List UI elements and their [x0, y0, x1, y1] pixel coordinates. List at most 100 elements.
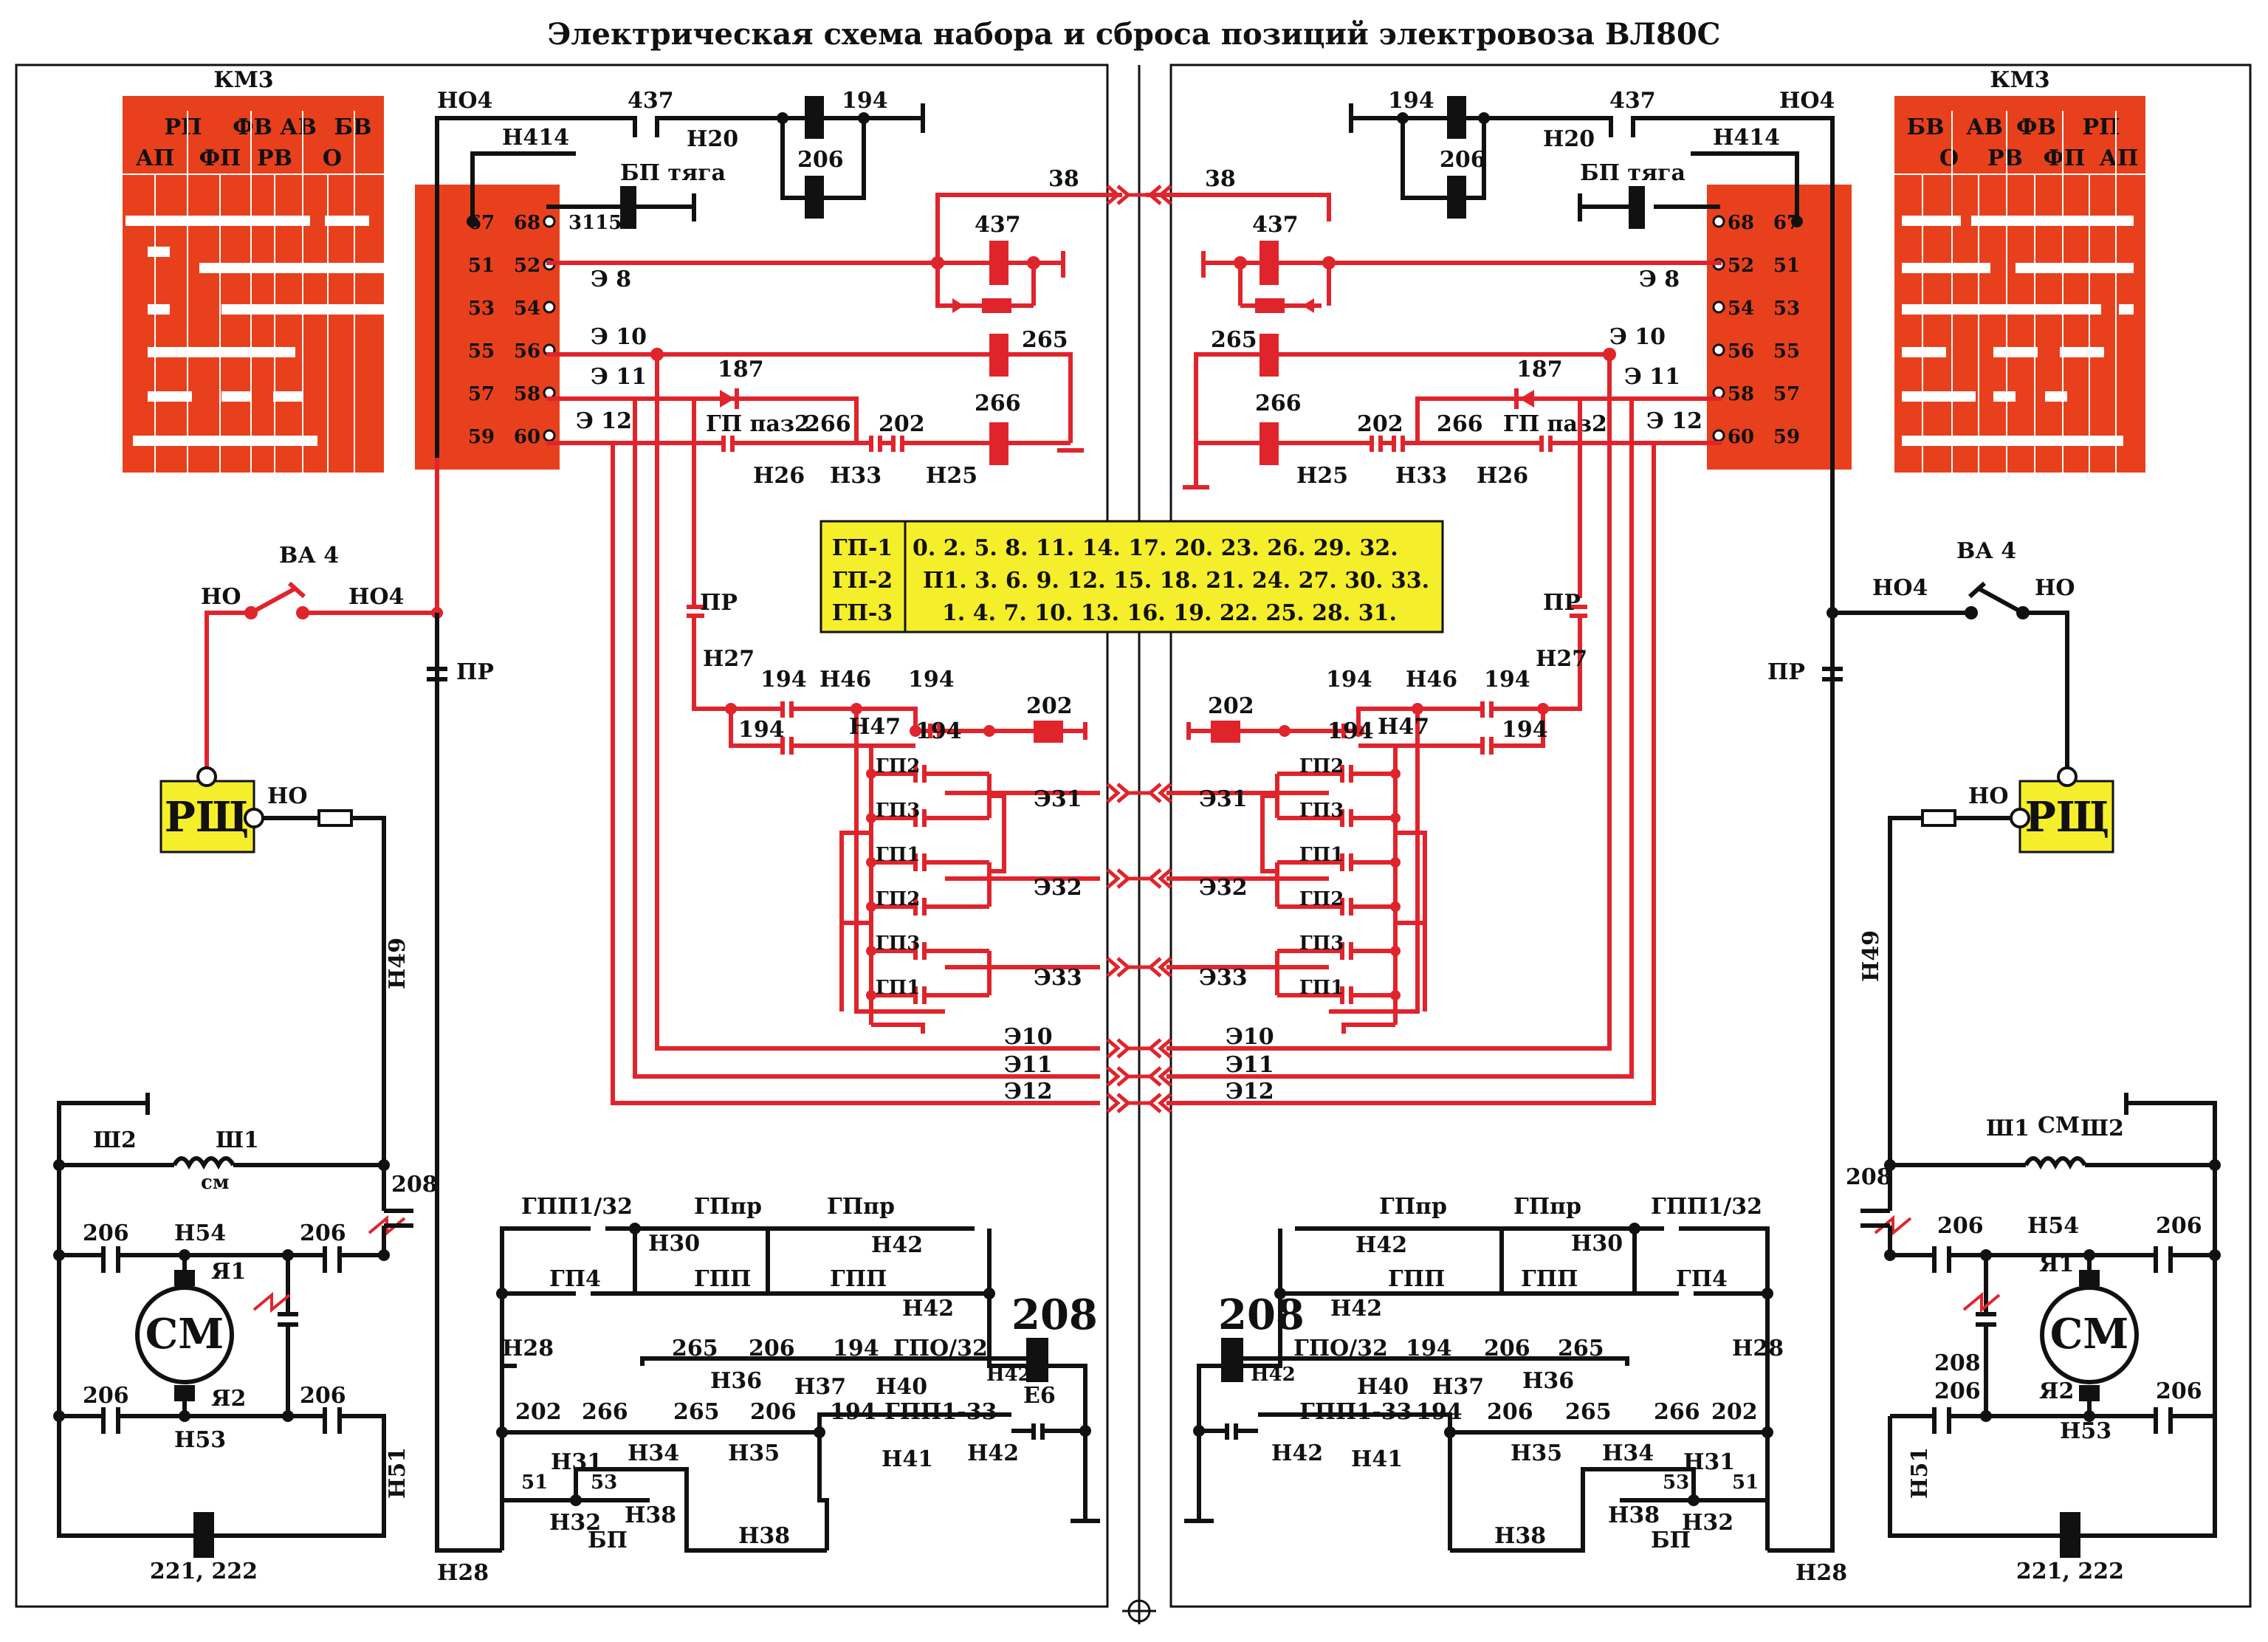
plug-connector: [1106, 868, 1172, 889]
svg-text:194: 194: [830, 1399, 876, 1425]
svg-text:Н25: Н25: [926, 463, 977, 489]
svg-text:Э32: Э32: [1034, 875, 1082, 901]
svg-text:206: 206: [83, 1383, 129, 1409]
terminal-54: 54: [1728, 298, 1754, 320]
terminal-51: 51: [468, 255, 495, 277]
svg-text:Н31: Н31: [551, 1449, 602, 1475]
km3-controller-left: КМ3 РП ФВ АВ БВ АП ФП РВ О: [123, 67, 384, 473]
terminal-pin: [543, 215, 556, 228]
terminal-60: 60: [1728, 426, 1754, 448]
svg-text:266: 266: [582, 1399, 628, 1425]
svg-text:206: 206: [750, 1399, 797, 1425]
svg-text:194: 194: [1326, 667, 1372, 693]
svg-text:НО: НО: [2035, 575, 2075, 601]
terminal-pin: [1712, 429, 1725, 442]
terminal-pin: [543, 300, 556, 314]
svg-text:Н53: Н53: [174, 1427, 226, 1453]
terminal-51: 51: [1773, 255, 1800, 277]
svg-text:194: 194: [842, 88, 888, 114]
svg-text:206: 206: [1440, 147, 1486, 173]
legend-value-gp3: 1. 4. 7. 10. 13. 16. 19. 22. 25. 28. 31.: [942, 600, 1397, 626]
svg-text:266: 266: [975, 391, 1021, 416]
svg-text:Э33: Э33: [1034, 965, 1082, 991]
svg-text:Э31: Э31: [1034, 786, 1082, 812]
svg-text:НО4: НО4: [1872, 575, 1928, 601]
svg-text:265: 265: [672, 1336, 718, 1361]
svg-text:РП: РП: [165, 114, 202, 140]
svg-text:ФП: ФП: [2044, 145, 2086, 171]
gp-contact-label: ГП3: [876, 932, 921, 955]
svg-text:206: 206: [1937, 1213, 1984, 1239]
svg-text:265: 265: [1211, 327, 1257, 353]
svg-text:НО4: НО4: [1779, 88, 1835, 114]
svg-text:Э 12: Э 12: [576, 408, 632, 434]
svg-text:202: 202: [515, 1399, 562, 1425]
gp-contact-label: ГП2: [1299, 888, 1344, 910]
svg-text:НО4: НО4: [437, 88, 492, 114]
svg-text:265: 265: [673, 1399, 720, 1425]
svg-text:ВА 4: ВА 4: [1956, 538, 2016, 564]
svg-text:КМ3: КМ3: [213, 67, 273, 93]
svg-text:206: 206: [300, 1383, 346, 1409]
gp-legend-table: ГП-1 0. 2. 5. 8. 11. 14. 17. 20. 23. 26.…: [819, 520, 1444, 633]
legend-key-gp1: ГП-1: [832, 535, 893, 561]
svg-text:437: 437: [975, 212, 1021, 238]
svg-text:206: 206: [2156, 1378, 2202, 1404]
plug-connector: [1106, 1093, 1172, 1113]
svg-text:Я1: Я1: [2039, 1251, 2074, 1277]
svg-text:Н54: Н54: [2027, 1213, 2079, 1239]
svg-text:202: 202: [1357, 411, 1403, 437]
svg-text:Н32: Н32: [549, 1510, 601, 1536]
terminal-pin: [1712, 215, 1725, 228]
svg-text:СМ: СМ: [2050, 1310, 2129, 1358]
svg-text:Н42: Н42: [1271, 1440, 1323, 1466]
svg-text:208: 208: [1218, 1291, 1305, 1339]
svg-text:Н40: Н40: [876, 1374, 927, 1400]
svg-text:Ш2: Ш2: [2080, 1116, 2124, 1141]
left-frame: [15, 63, 1109, 1608]
svg-text:Н31: Н31: [1683, 1449, 1735, 1475]
svg-text:266: 266: [1255, 391, 1302, 416]
terminal-52: 52: [1728, 255, 1754, 277]
svg-text:Н49: Н49: [1858, 930, 1884, 982]
svg-text:Э10: Э10: [1004, 1024, 1053, 1050]
svg-text:Н42: Н42: [967, 1440, 1019, 1466]
svg-text:Э 10: Э 10: [1609, 324, 1666, 350]
gp-contact-label: ГП1: [876, 977, 921, 999]
legend-key-gp3: ГП-3: [832, 600, 893, 626]
rsch-box-left: РЩ: [159, 766, 264, 853]
svg-text:208: 208: [1846, 1164, 1892, 1190]
terminal-54: 54: [514, 298, 540, 320]
svg-text:ПР: ПР: [1767, 659, 1805, 685]
svg-text:ГПО/32: ГПО/32: [1293, 1336, 1388, 1361]
gp-contact-label: ГП2: [876, 888, 921, 910]
svg-text:РП: РП: [2083, 114, 2120, 140]
plug-connector: [1106, 783, 1172, 803]
right-motor-circuit: РЩ: [1767, 458, 2221, 1586]
svg-text:О: О: [1939, 145, 1959, 171]
svg-text:38: 38: [1205, 166, 1236, 192]
svg-text:266: 266: [1437, 411, 1483, 437]
svg-text:51: 51: [1732, 1471, 1759, 1494]
plug-connector: [1106, 1066, 1172, 1087]
svg-text:БВ: БВ: [334, 114, 372, 140]
svg-text:Э11: Э11: [1004, 1052, 1053, 1078]
km3-controller-right: КМ3 БВ АВ ФВ РП О РВ ФП АП: [1894, 67, 2145, 473]
svg-text:см: см: [201, 1172, 229, 1194]
svg-text:Н28: Н28: [1796, 1560, 1847, 1586]
gp-contact-label: ГП1: [1299, 977, 1344, 999]
svg-text:Н37: Н37: [794, 1374, 846, 1400]
center-connectors: [945, 185, 1329, 1113]
svg-text:Ш1: Ш1: [1986, 1116, 2030, 1141]
svg-text:208: 208: [391, 1172, 438, 1198]
svg-text:194: 194: [833, 1336, 879, 1361]
terminal-55: 55: [468, 340, 495, 363]
svg-text:ГПпр: ГПпр: [1513, 1194, 1581, 1220]
svg-text:АП: АП: [136, 145, 175, 171]
svg-text:Н51: Н51: [1907, 1447, 1933, 1499]
gp-contact-label: ГП3: [876, 800, 921, 822]
svg-text:АП: АП: [2100, 145, 2139, 171]
terminal-53: 53: [468, 298, 495, 320]
